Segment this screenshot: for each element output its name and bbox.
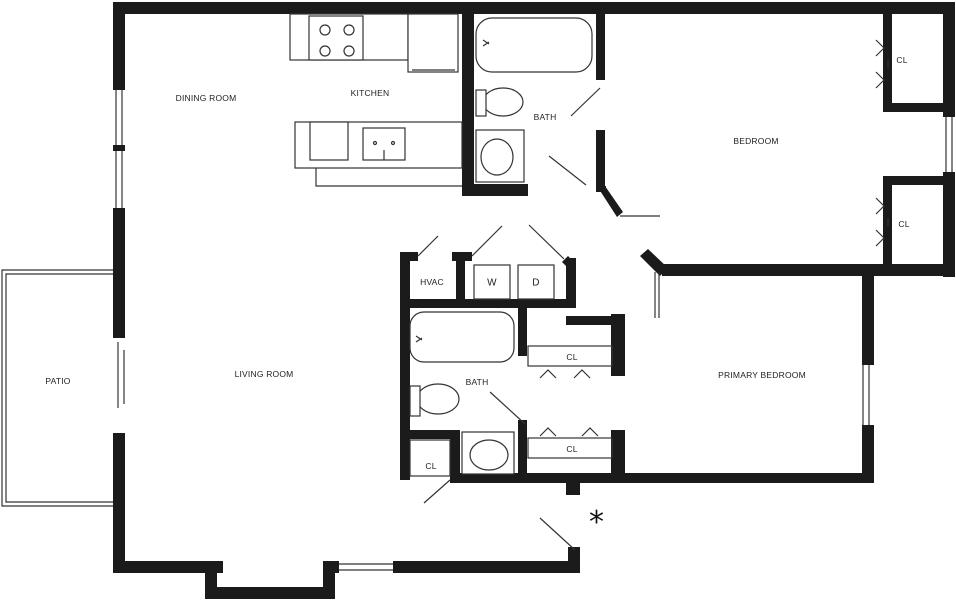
bedroom-closet-lower-label: CL xyxy=(898,219,910,229)
entry-marker: * xyxy=(589,505,604,540)
hall-closets xyxy=(409,345,613,551)
upper-bath-walls xyxy=(462,14,605,196)
dining-room-label: DINING ROOM xyxy=(175,93,237,103)
lower-bath-fixtures xyxy=(409,311,526,475)
patio-label: PATIO xyxy=(45,376,71,386)
washer-label: W xyxy=(487,277,497,289)
small-closet-label: CL xyxy=(425,461,437,471)
primary-closet-label: CL xyxy=(566,444,578,454)
lower-bath-walls xyxy=(400,276,874,495)
patio-outline xyxy=(1,269,113,507)
lower-bath-label: BATH xyxy=(465,377,489,387)
upper-bath-label: BATH xyxy=(533,112,557,122)
exterior-walls xyxy=(113,2,955,599)
upper-bath-fixtures xyxy=(475,17,601,186)
bedroom-label: BEDROOM xyxy=(733,136,779,146)
laundry-appliances xyxy=(473,264,555,300)
kitchen-fixtures xyxy=(289,13,463,187)
hvac-label: HVAC xyxy=(420,277,444,287)
dryer-label: D xyxy=(532,277,540,289)
hall-closet-label: CL xyxy=(566,352,578,362)
hvac-laundry-walls xyxy=(400,224,576,480)
bedroom-closet-upper-label: CL xyxy=(896,55,908,65)
bedroom-closets xyxy=(875,14,955,272)
kitchen-label: KITCHEN xyxy=(350,88,390,98)
windows xyxy=(115,90,953,571)
living-room-label: LIVING ROOM xyxy=(234,369,294,379)
primary-bedroom-label: PRIMARY BEDROOM xyxy=(718,370,806,380)
bedroom-walls xyxy=(597,186,943,318)
